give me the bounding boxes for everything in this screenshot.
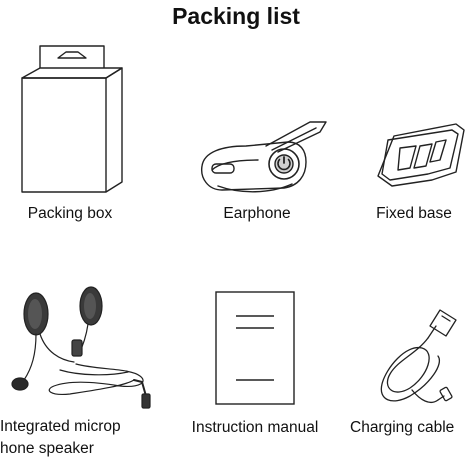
charging-cable-item: Charging cable xyxy=(320,230,472,460)
instruction-manual-label: Instruction manual xyxy=(191,419,319,436)
packing-box-illustration xyxy=(21,45,123,193)
packing-box-item: Packing box xyxy=(0,0,160,230)
page-title: Packing list xyxy=(172,3,300,29)
microphone-speaker-label-line2: hone speaker xyxy=(0,440,94,457)
charging-cable-illustration xyxy=(380,309,457,404)
microphone-speaker-label: Integrated microp hone speaker xyxy=(0,416,150,460)
microphone-speaker-illustration xyxy=(11,286,151,409)
packing-box-label: Packing box xyxy=(27,205,113,222)
fixed-base-label: Fixed base xyxy=(376,205,452,222)
fixed-base-illustration xyxy=(377,123,465,187)
earphone-illustration xyxy=(201,121,327,193)
instruction-manual-item: Instruction manual xyxy=(160,230,320,460)
earphone-item: Earphone xyxy=(160,0,327,230)
earphone-label: Earphone xyxy=(223,205,291,222)
fixed-base-item: Fixed base xyxy=(320,0,472,230)
microphone-speaker-label-line1: Integrated microp xyxy=(0,418,121,435)
microphone-speaker-item: Integrated microp hone speaker xyxy=(0,230,160,460)
instruction-manual-illustration xyxy=(215,291,295,405)
charging-cable-label: Charging cable xyxy=(350,419,455,436)
